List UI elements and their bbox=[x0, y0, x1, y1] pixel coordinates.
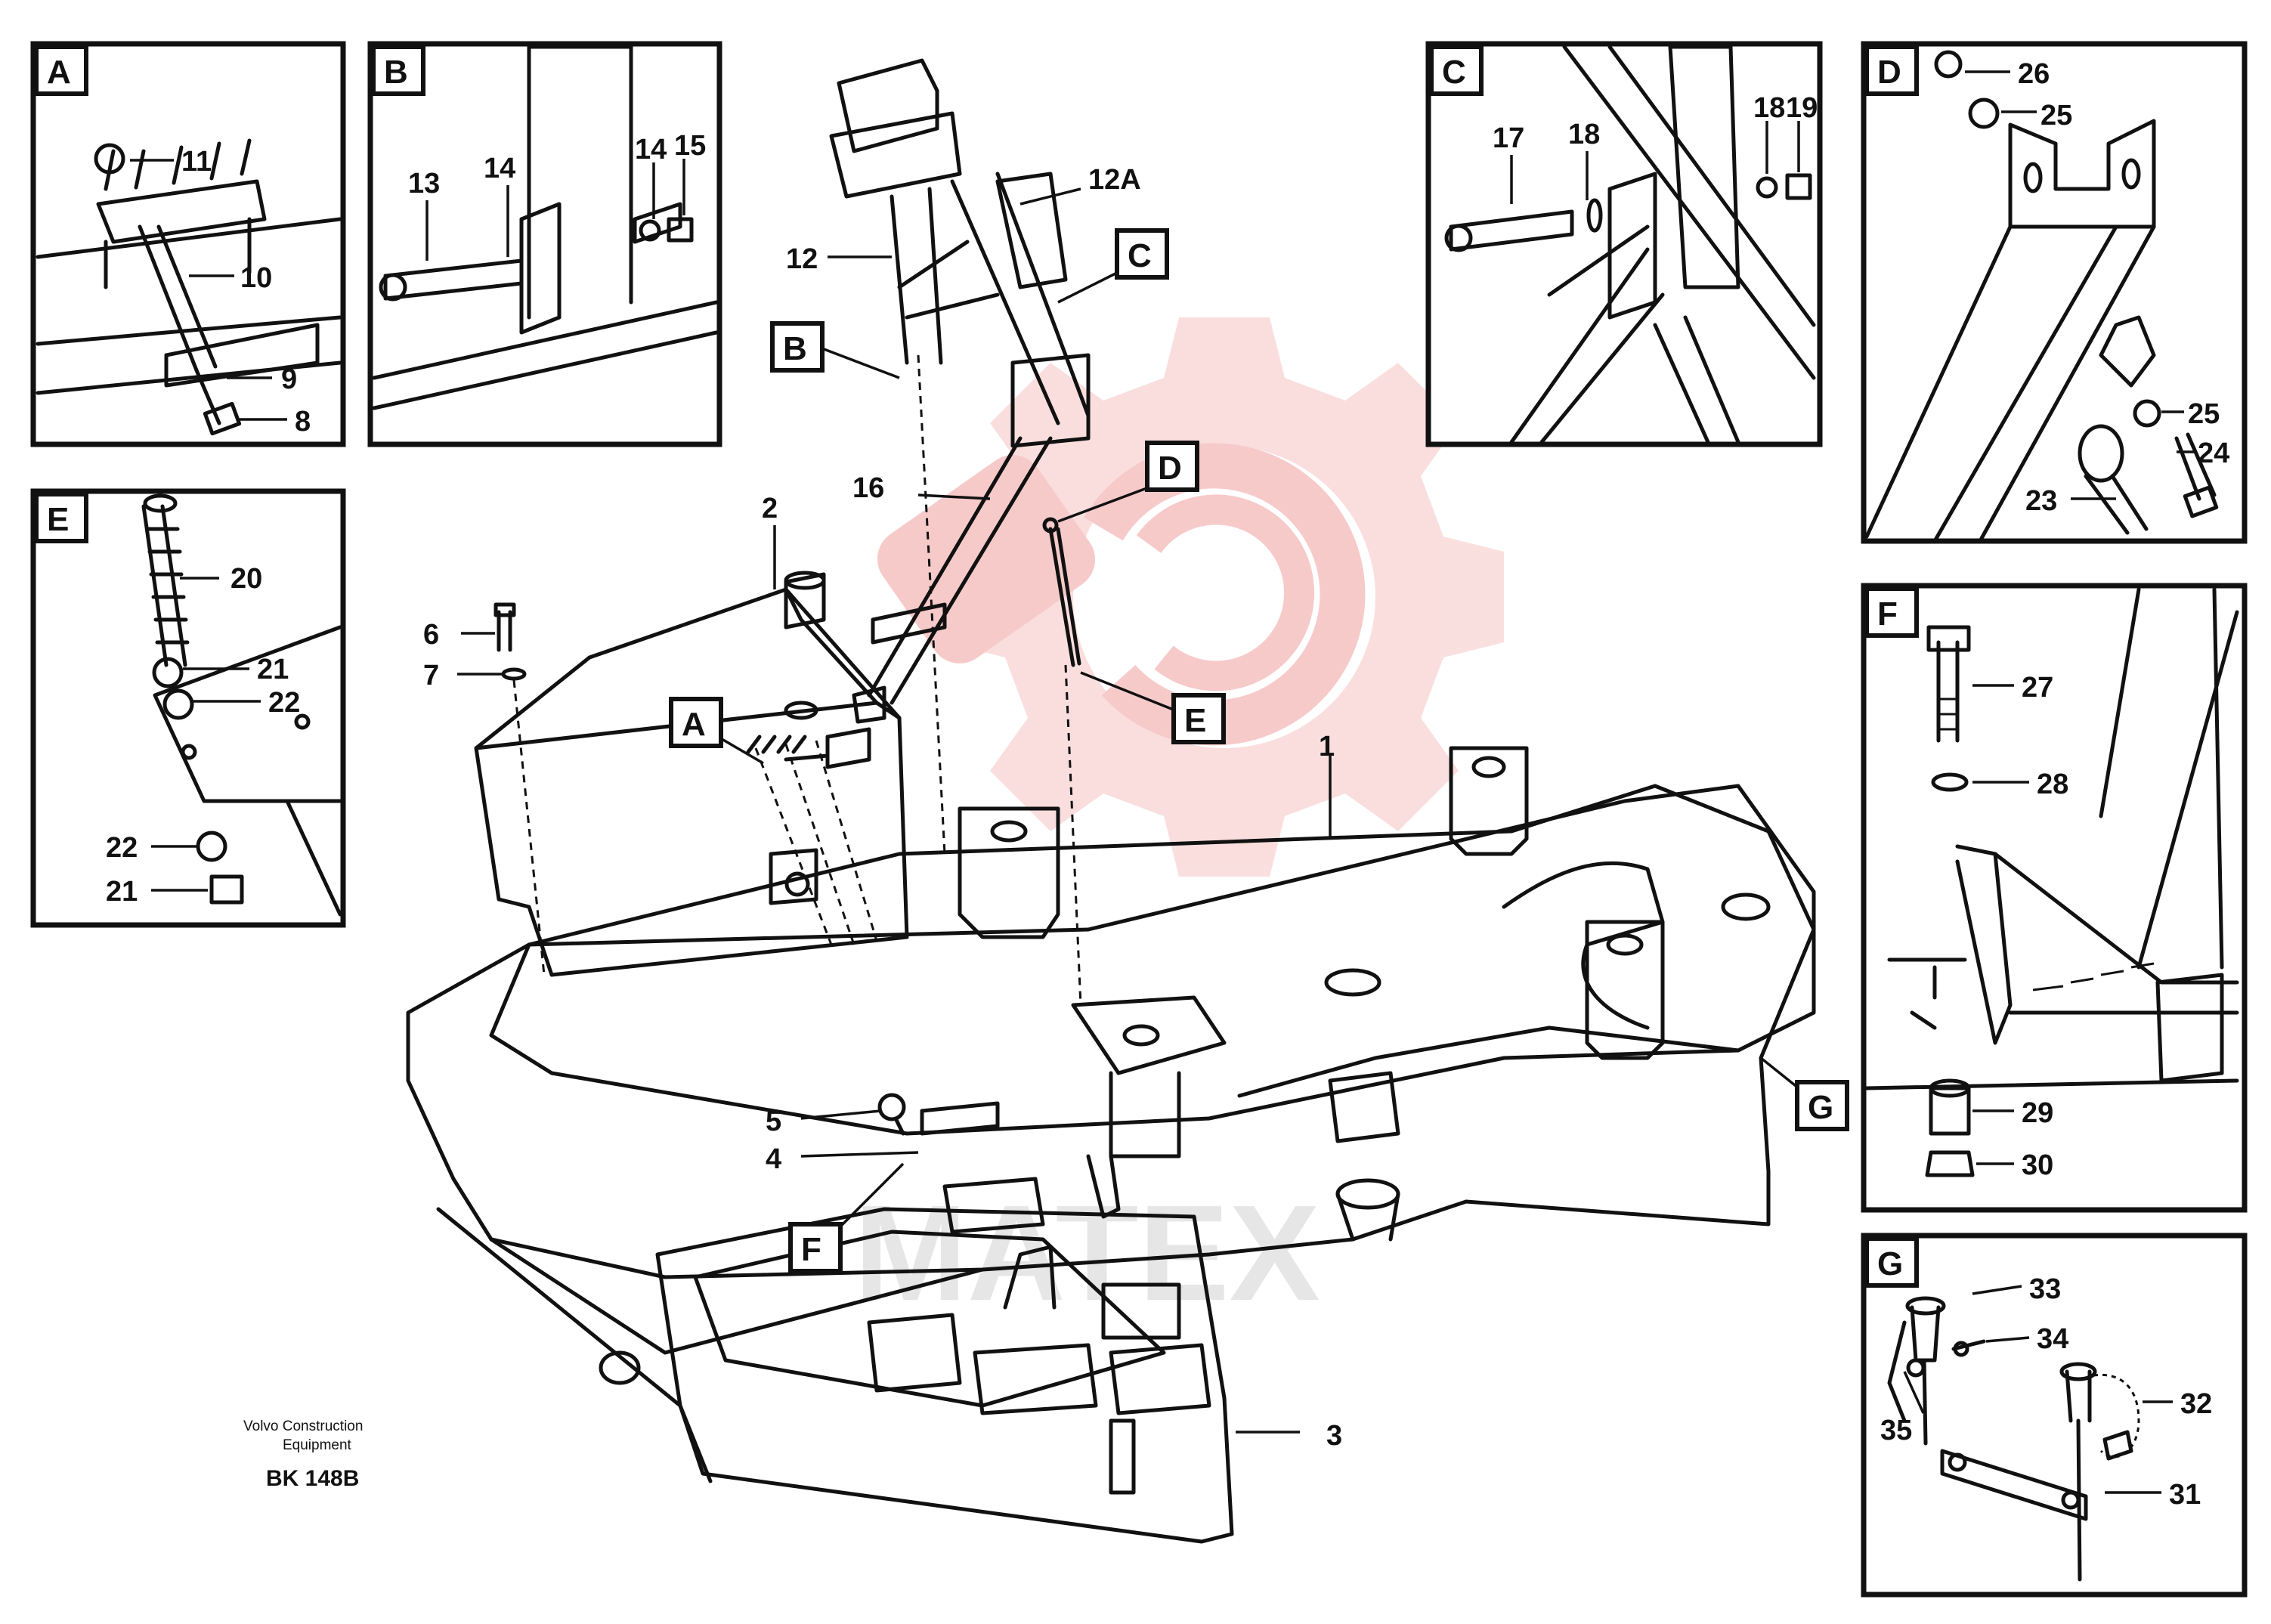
label-33: 33 bbox=[2029, 1273, 2061, 1305]
panel-d: D 26 25 25 24 23 bbox=[1861, 41, 2248, 544]
label-34: 34 bbox=[2037, 1323, 2068, 1355]
footer-drawing-code: BK 148B bbox=[266, 1466, 359, 1491]
label-7: 7 bbox=[423, 660, 439, 691]
label-15: 15 bbox=[674, 130, 706, 162]
label-4: 4 bbox=[766, 1143, 781, 1175]
panel-f: F 27 28 29 30 bbox=[1861, 583, 2248, 1213]
main-tag-d: D bbox=[1158, 450, 1182, 487]
label-5: 5 bbox=[766, 1106, 781, 1137]
panel-g-tag: G bbox=[1877, 1245, 1903, 1282]
label-10: 10 bbox=[240, 262, 272, 294]
footer-company-line2: Equipment bbox=[283, 1437, 352, 1453]
main-labels: 2 1 3 6 7 5 4 12 12A 16 B C D E A bbox=[423, 164, 1849, 1452]
label-13: 13 bbox=[408, 168, 440, 200]
label-35: 35 bbox=[1880, 1415, 1912, 1446]
label-14-left: 14 bbox=[484, 153, 515, 184]
label-11: 11 bbox=[181, 146, 212, 178]
label-25-bottom: 25 bbox=[2188, 398, 2220, 430]
panel-e-tag: E bbox=[47, 501, 69, 538]
label-17: 17 bbox=[1493, 122, 1524, 154]
label-22-top: 22 bbox=[268, 687, 300, 719]
main-tag-b: B bbox=[783, 330, 807, 367]
label-32: 32 bbox=[2180, 1388, 2212, 1420]
footer-company-line1: Volvo Construction bbox=[243, 1418, 363, 1434]
label-20: 20 bbox=[231, 563, 262, 595]
label-1: 1 bbox=[1319, 731, 1335, 763]
main-tag-f: F bbox=[801, 1231, 821, 1268]
label-29: 29 bbox=[2022, 1097, 2053, 1129]
label-14-right: 14 bbox=[635, 134, 667, 165]
label-30: 30 bbox=[2022, 1149, 2053, 1181]
panel-b-frame bbox=[367, 41, 722, 447]
panel-c: C 17 18 18 19 bbox=[1425, 41, 1823, 447]
label-12: 12 bbox=[786, 243, 818, 275]
label-26: 26 bbox=[2018, 58, 2050, 90]
label-23: 23 bbox=[2025, 485, 2057, 517]
panel-b-tag: B bbox=[384, 54, 408, 91]
panel-a: A 11 10 9 8 bbox=[30, 41, 346, 447]
label-24: 24 bbox=[2198, 438, 2229, 469]
panel-g: G 33 34 35 32 31 bbox=[1861, 1233, 2248, 1598]
panel-e-frame bbox=[30, 488, 346, 928]
label-16: 16 bbox=[852, 472, 884, 504]
panel-d-tag: D bbox=[1877, 54, 1901, 91]
label-9: 9 bbox=[281, 363, 297, 395]
label-28: 28 bbox=[2037, 769, 2068, 800]
label-27: 27 bbox=[2022, 672, 2053, 704]
label-6: 6 bbox=[423, 619, 439, 651]
label-18-right: 18 bbox=[1753, 92, 1785, 124]
panel-a-tag: A bbox=[47, 54, 71, 91]
panel-d-frame bbox=[1861, 41, 2248, 544]
label-31: 31 bbox=[2169, 1479, 2201, 1511]
panel-c-tag: C bbox=[1442, 54, 1466, 91]
panel-f-tag: F bbox=[1877, 595, 1898, 633]
label-25-top: 25 bbox=[2040, 100, 2072, 131]
watermark-text: MATEX bbox=[854, 1177, 1320, 1329]
label-3: 3 bbox=[1326, 1420, 1342, 1452]
panel-b: B 13 14 14 15 bbox=[367, 41, 722, 447]
label-22-bottom: 22 bbox=[106, 832, 138, 864]
main-tag-g: G bbox=[1808, 1089, 1833, 1126]
panel-g-frame bbox=[1861, 1233, 2248, 1598]
label-12a: 12A bbox=[1088, 164, 1141, 196]
main-tag-a: A bbox=[682, 706, 706, 743]
main-tag-e: E bbox=[1184, 702, 1206, 739]
footer: Volvo Construction Equipment BK 148B bbox=[243, 1418, 363, 1491]
label-18-left: 18 bbox=[1568, 119, 1600, 150]
panel-e: E 20 21 22 22 21 bbox=[30, 488, 346, 928]
main-tag-c: C bbox=[1128, 237, 1152, 274]
label-21-bottom: 21 bbox=[106, 876, 138, 908]
main-assembly bbox=[406, 58, 1816, 1544]
label-8: 8 bbox=[295, 406, 311, 438]
label-2: 2 bbox=[762, 493, 778, 524]
watermark-gear bbox=[877, 317, 1504, 877]
label-21-top: 21 bbox=[257, 654, 289, 685]
label-19: 19 bbox=[1786, 92, 1818, 124]
